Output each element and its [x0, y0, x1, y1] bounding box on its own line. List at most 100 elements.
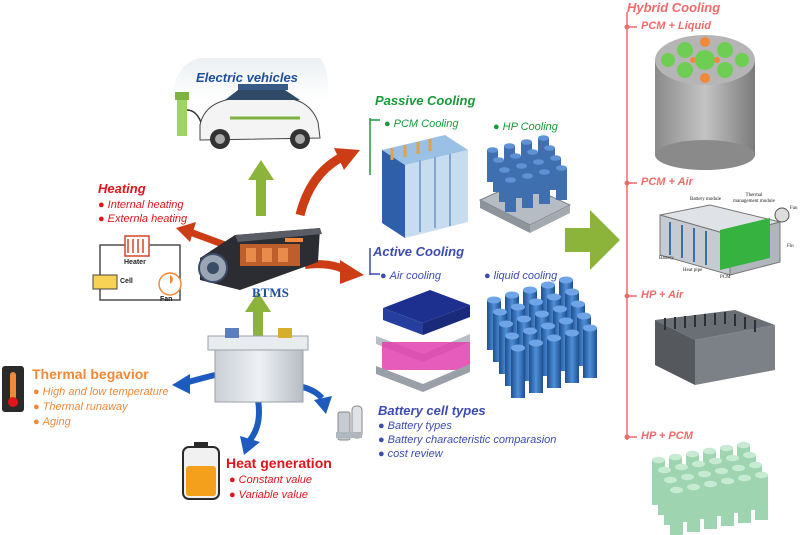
hp-pcm-cell-top: [721, 477, 734, 485]
liquid-cell-top: [565, 329, 579, 337]
thermal-item-runaway: Thermal runaway: [33, 401, 128, 413]
hp-cell-top: [516, 163, 527, 169]
liquid-cell-top: [493, 308, 507, 316]
liquid-cell-top: [511, 344, 525, 352]
hp-pcm-cell-top: [755, 471, 768, 479]
hp-cell-top: [538, 135, 549, 141]
hp-cell-top: [521, 139, 532, 145]
battery-level-icon-graphic: [182, 442, 220, 500]
liquid-cell-top: [577, 312, 591, 320]
hp-pcm-cell: [721, 481, 734, 526]
heating-circuit: [92, 235, 182, 301]
heater-label: Heater: [124, 259, 146, 266]
hybrid-item-pcm-liquid: PCM + Liquid: [641, 20, 711, 32]
cell-types-item-types: Battery types: [378, 420, 452, 432]
hp-pcm-cell-top: [675, 463, 688, 471]
liquid-cell-top: [541, 322, 555, 330]
arrow-to-passive: [295, 154, 343, 217]
hp-cell-top: [527, 149, 538, 155]
air-cooling-graphic: [376, 290, 470, 392]
hp-pcm-cell-top: [692, 460, 705, 468]
liquid-cell-top: [553, 305, 567, 313]
pcm-air-label-battery: Battery: [659, 256, 674, 261]
hybrid-rail: [624, 12, 637, 440]
hp-cell-top: [544, 145, 555, 151]
arrow-to-heating: [188, 228, 227, 249]
arrow-to-heat-gen: [247, 399, 262, 442]
liquid-cell-top: [523, 286, 537, 294]
hp-cell: [533, 162, 544, 194]
hp-cell: [544, 148, 555, 180]
hp-cell-top: [499, 167, 510, 173]
arrow-to-hybrid: [565, 210, 620, 270]
hp-cell-top: [539, 169, 550, 175]
hp-cell-top: [493, 157, 504, 163]
thermal-item-aging: Aging: [33, 416, 71, 428]
pcm-air-label-fan: Fan: [790, 206, 798, 211]
liquid-cell: [529, 343, 543, 393]
hp-pcm-cell-top: [669, 453, 682, 461]
liquid-cell-top: [505, 291, 519, 299]
liquid-cooling-cells: [487, 276, 597, 398]
cooling-rail: [369, 118, 380, 275]
pcm-air-label-heat-pipe: Heat pipe: [683, 268, 703, 273]
thermal-behavior-title: Thermal begavior: [32, 366, 149, 382]
hp-cell-top: [522, 173, 533, 179]
hp-cell: [527, 152, 538, 184]
hp-pcm-cell-top: [738, 474, 751, 482]
btms-label: BTMS: [252, 285, 289, 300]
liquid-cell-top: [505, 332, 519, 340]
passive-cooling-title: Passive Cooling: [375, 93, 476, 108]
hp-cell: [539, 172, 550, 204]
cell-types-item-cost: cost review: [378, 448, 443, 460]
hp-cooling-label: HP Cooling: [493, 121, 558, 133]
liquid-cooling-label: liquid cooling: [484, 270, 558, 282]
hp-cell-top: [510, 153, 521, 159]
hp-cell-top: [556, 165, 567, 171]
hp-pcm-cell-top: [698, 470, 711, 478]
hp-pcm-cell: [687, 487, 700, 532]
pcm-air-label-pcm: PCM: [720, 275, 731, 280]
fan-label: Fan: [160, 296, 173, 303]
hp-pcm-cell-top: [704, 480, 717, 488]
liquid-cell-top: [565, 288, 579, 296]
pcm-air-label-fin: Fin: [787, 244, 794, 249]
hp-pcm-cell-top: [749, 461, 762, 469]
heating-item-internal: Internal heating: [98, 199, 184, 211]
hp-pcm-cell-top: [732, 464, 745, 472]
liquid-cell-top: [571, 300, 585, 308]
liquid-cell-top: [541, 281, 555, 289]
pcm-air-label-tm-module: Thermal management module: [733, 193, 775, 204]
hp-cooling-cells: [487, 135, 567, 212]
heating-item-external: Externla heating: [98, 213, 188, 225]
liquid-cell-top: [559, 317, 573, 325]
pcm-air-label-battery-module: Battery module: [690, 197, 721, 202]
hp-air-graphic: [655, 310, 775, 385]
thermometer-icon-graphic: [2, 366, 24, 412]
liquid-cell-top: [529, 298, 543, 306]
hp-pcm-cell-top: [658, 466, 671, 474]
cell-label: Cell: [120, 278, 133, 285]
hp-pcm-cell-top: [687, 483, 700, 491]
hp-cell: [538, 138, 549, 170]
electric-vehicles-title: Electric vehicles: [196, 70, 298, 85]
hp-cell-top: [550, 155, 561, 161]
heat-gen-item-variable: Variable value: [229, 489, 308, 501]
liquid-cell-top: [529, 339, 543, 347]
hp-pcm-cell-top: [670, 486, 683, 494]
hp-cell: [493, 160, 504, 192]
hp-pcm-cell-top: [720, 444, 733, 452]
arrow-to-ev: [248, 160, 274, 216]
btms-battery-pack: [198, 228, 322, 290]
hp-cell: [556, 168, 567, 200]
air-cooling-label: Air cooling: [380, 270, 441, 282]
hp-pcm-cells: [652, 441, 768, 535]
battery-cell-types-title: Battery cell types: [378, 403, 486, 418]
heat-generation-title: Heat generation: [226, 455, 332, 471]
liquid-cell-top: [535, 310, 549, 318]
liquid-cell-top: [511, 303, 525, 311]
pcm-cooling-graphic: [382, 135, 468, 238]
hp-pcm-cell-top: [703, 447, 716, 455]
hp-cell: [487, 150, 498, 182]
